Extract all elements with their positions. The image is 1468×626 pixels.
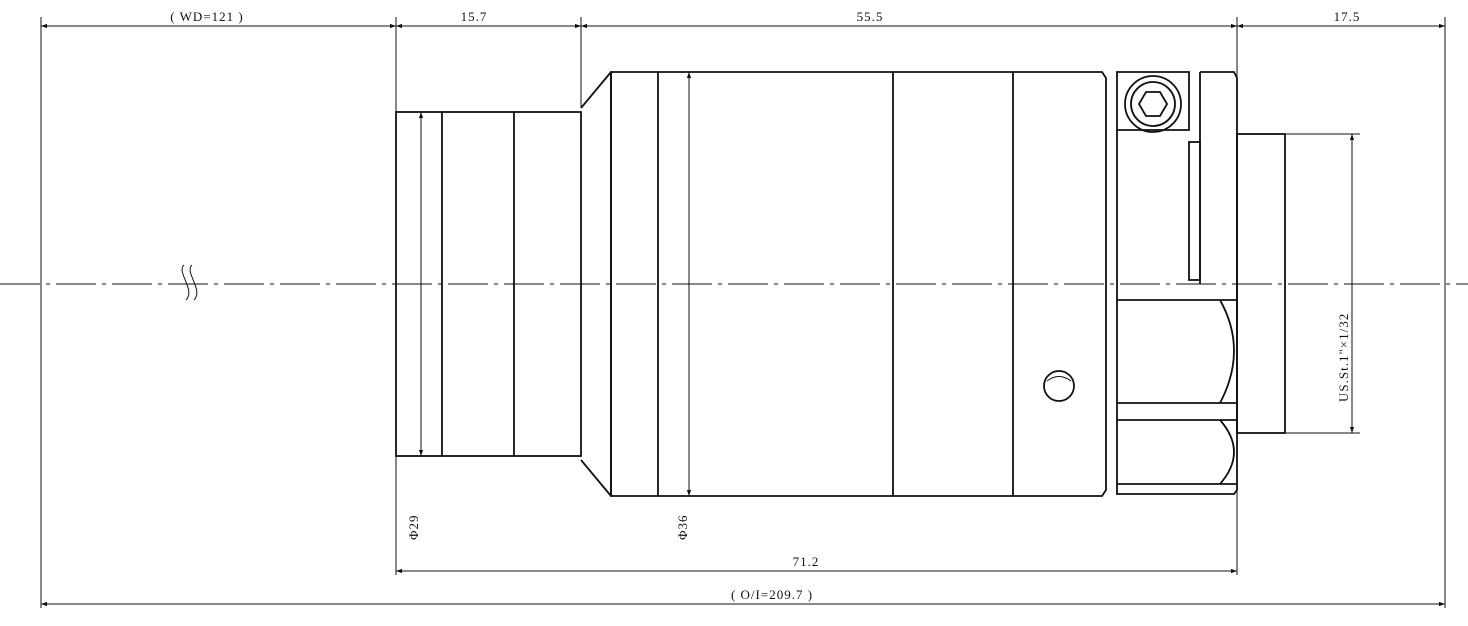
front-diameter-label: Φ29: [406, 514, 421, 540]
mount-length-label: 17.5: [1334, 9, 1361, 24]
body-diameter-label: Φ36: [675, 514, 690, 540]
side-hole-icon: [1043, 370, 1075, 402]
break-symbol: [181, 264, 198, 301]
wd-dimension-label: ( WD=121 ): [170, 9, 243, 24]
hex-socket-screw-icon: [1124, 75, 1182, 133]
lens-body: [395, 71, 1286, 497]
front-length-label: 15.7: [461, 9, 488, 24]
object-to-image-label: ( O/I=209.7 ): [731, 587, 813, 602]
mount-thread-label: US.St.1"×1/32: [1336, 313, 1351, 402]
body-length-label: 55.5: [857, 9, 884, 24]
extension-lines: [40, 17, 1446, 608]
total-length-label: 71.2: [793, 554, 820, 569]
